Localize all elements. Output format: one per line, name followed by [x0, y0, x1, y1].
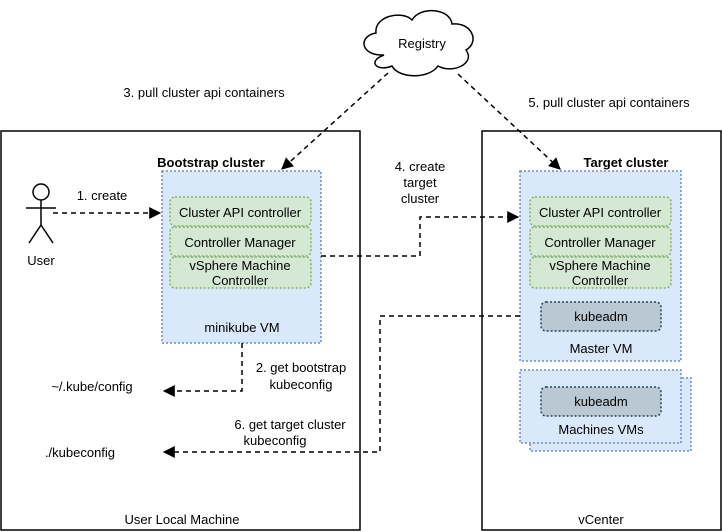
bootstrap-vsphere-label-line1: vSphere Machine: [189, 258, 290, 273]
minikube-vm-label: minikube VM: [204, 320, 279, 335]
target-vsphere-label-line2: Controller: [572, 273, 629, 288]
edge-create-label: 1. create: [77, 188, 128, 203]
target-controller-manager: [529, 226, 672, 257]
machines-kubeadm-label: kubeadm: [574, 394, 627, 409]
user-label: User: [27, 253, 55, 268]
master-kubeadm-label: kubeadm: [574, 309, 627, 324]
edge-create-target-label-2: target: [403, 175, 437, 190]
machines-kubeadm: [540, 386, 662, 417]
bootstrap-controller-manager-label: Controller Manager: [184, 235, 296, 250]
target-vsphere-machine-controller: [529, 256, 672, 289]
user-icon: [26, 183, 56, 244]
registry-cloud: Registry: [363, 10, 474, 77]
kubeconfig-file-label: ./kubeconfig: [45, 445, 115, 460]
edge-get-bootstrap-label-2: kubeconfig: [270, 377, 333, 392]
vcenter-label: vCenter: [578, 512, 624, 527]
edge-get-bootstrap-label-1: 2. get bootstrap: [256, 360, 346, 375]
target-controller-manager-label: Controller Manager: [544, 235, 656, 250]
master-kubeadm: [540, 301, 662, 332]
edge-get-target: [162, 315, 520, 458]
edge-get-target-label-1: 6. get target cluster: [234, 417, 346, 432]
bootstrap-vsphere-machine-controller: [169, 256, 312, 289]
target-title: Target cluster: [583, 155, 668, 170]
edge-create-target-label-1: 4. create: [395, 159, 446, 174]
bootstrap-controller-manager: [169, 226, 312, 257]
kube-config-file-label: ~/.kube/config: [51, 379, 132, 394]
edge-get-bootstrap: [162, 343, 243, 397]
master-vm-label: Master VM: [570, 341, 633, 356]
target-cluster-api-controller: [529, 196, 672, 227]
local-machine-label: User Local Machine: [125, 512, 240, 527]
bootstrap-cluster-api-controller-label: Cluster API controller: [179, 205, 302, 220]
edge-pull-bootstrap: [281, 72, 389, 170]
registry-label: Registry: [398, 36, 446, 51]
bootstrap-cluster-api-controller: [169, 196, 312, 227]
target-vsphere-label-line1: vSphere Machine: [549, 258, 650, 273]
edge-get-target-label-2: kubeconfig: [244, 433, 307, 448]
bootstrap-title: Bootstrap cluster: [157, 155, 265, 170]
bootstrap-vsphere-label-line2: Controller: [212, 273, 269, 288]
edge-create-target: [321, 211, 520, 257]
edge-pull-3-label: 3. pull cluster api containers: [123, 85, 285, 100]
edge-create-target-label-3: cluster: [401, 191, 440, 206]
machines-vm-label: Machines VMs: [558, 422, 644, 437]
edge-pull-5-label: 5. pull cluster api containers: [528, 95, 690, 110]
target-cluster-api-controller-label: Cluster API controller: [539, 205, 662, 220]
